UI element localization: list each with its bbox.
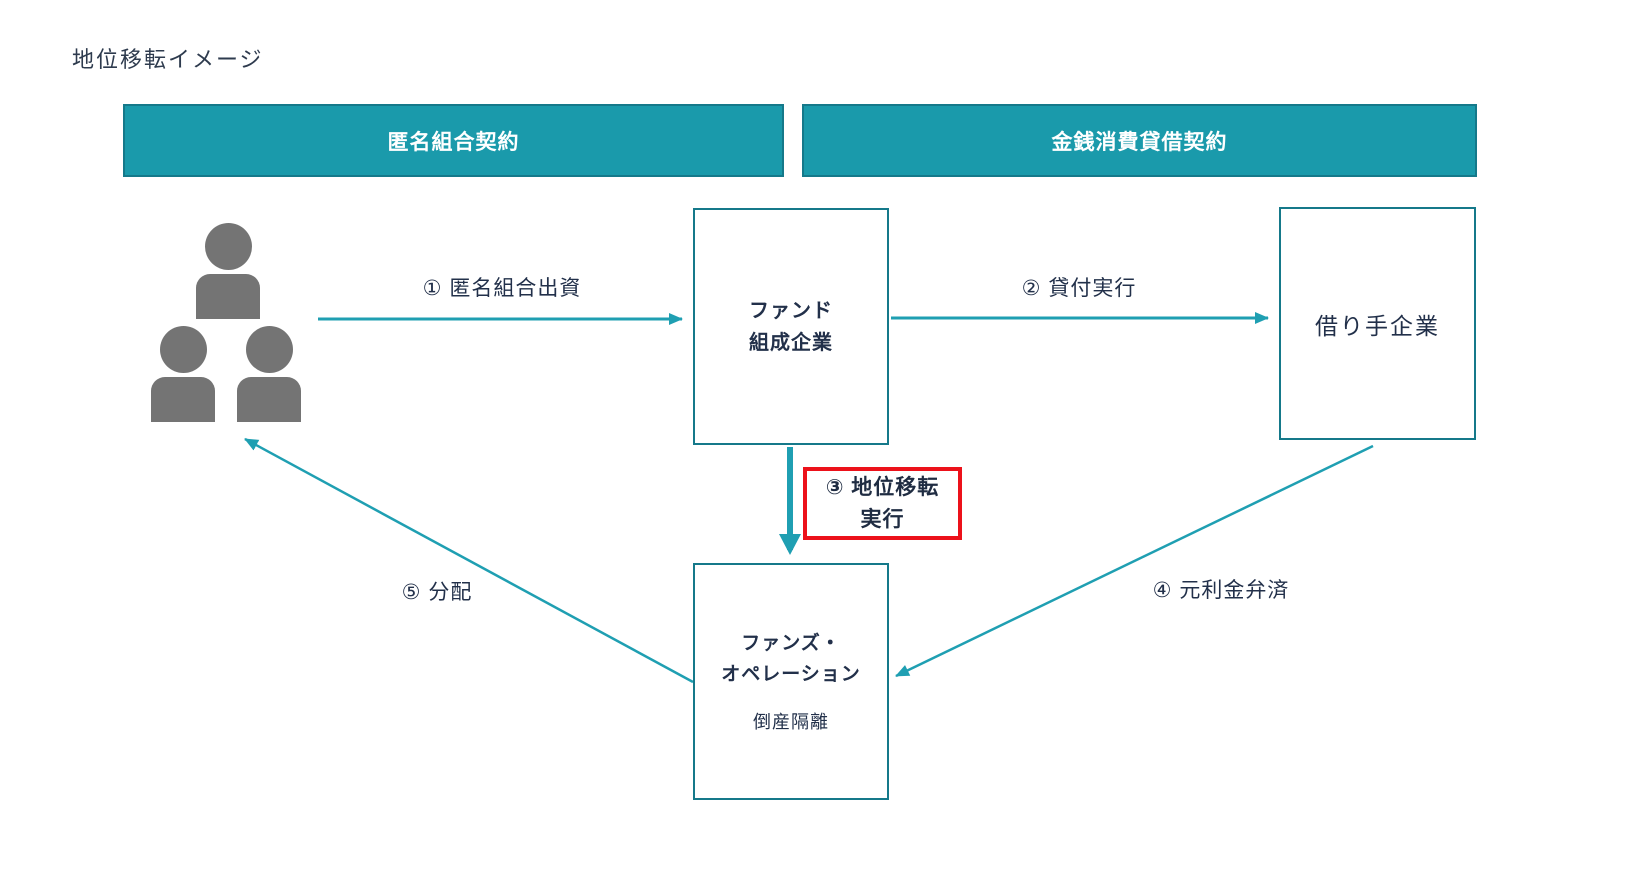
- flow-label-3-line1: ③ 地位移転: [825, 476, 940, 499]
- contract-band-label: 匿名組合契約: [387, 130, 520, 154]
- node-label-line1: ファンズ・: [741, 633, 841, 655]
- flow-label-1: ① 匿名組合出資: [422, 277, 582, 300]
- node-label-line1: ファンド: [749, 299, 833, 322]
- page-title: 地位移転イメージ: [72, 47, 264, 72]
- person-icon: [237, 326, 301, 422]
- flow-label-3-line2: 実行: [860, 507, 905, 531]
- flow-label-3-highlighted: ③ 地位移転 実行: [803, 467, 962, 540]
- flow-label-2: ② 貸付実行: [1021, 277, 1137, 300]
- contract-band-label: 金銭消費貸借契約: [1051, 130, 1228, 154]
- node-fund-company: ファンド 組成企業: [693, 208, 889, 445]
- contract-band-tokumei-kumiai: 匿名組合契約: [123, 104, 784, 177]
- person-torso-icon: [151, 377, 215, 422]
- arrow-4-repayment: [895, 444, 1374, 678]
- person-torso-icon: [196, 274, 260, 319]
- node-label: 借り手企業: [1315, 312, 1440, 339]
- person-head-icon: [159, 326, 207, 373]
- node-funds-operation: ファンズ・ オペレーション 倒産隔離: [693, 563, 889, 800]
- node-label: ファンズ・ オペレーション: [721, 629, 861, 690]
- person-head-icon: [204, 223, 252, 270]
- arrow-5-distribution: [244, 437, 694, 684]
- node-borrower-company: 借り手企業: [1279, 207, 1476, 440]
- contract-band-kinsen-shohi-taishaku: 金銭消費貸借契約: [802, 104, 1477, 177]
- person-icon: [151, 326, 215, 422]
- person-head-icon: [245, 326, 293, 373]
- node-label-line2: オペレーション: [721, 663, 861, 685]
- node-label: ファンド 組成企業: [749, 295, 833, 359]
- person-torso-icon: [237, 377, 301, 422]
- person-icon: [196, 223, 260, 319]
- bankruptcy-remote-note: 倒産隔離: [753, 711, 829, 732]
- flow-label-4: ④ 元利金弁済: [1152, 579, 1290, 602]
- flow-label-5: ⑤ 分配: [401, 581, 473, 604]
- node-label-line2: 組成企業: [749, 331, 833, 354]
- investors-group-icon: [140, 218, 320, 423]
